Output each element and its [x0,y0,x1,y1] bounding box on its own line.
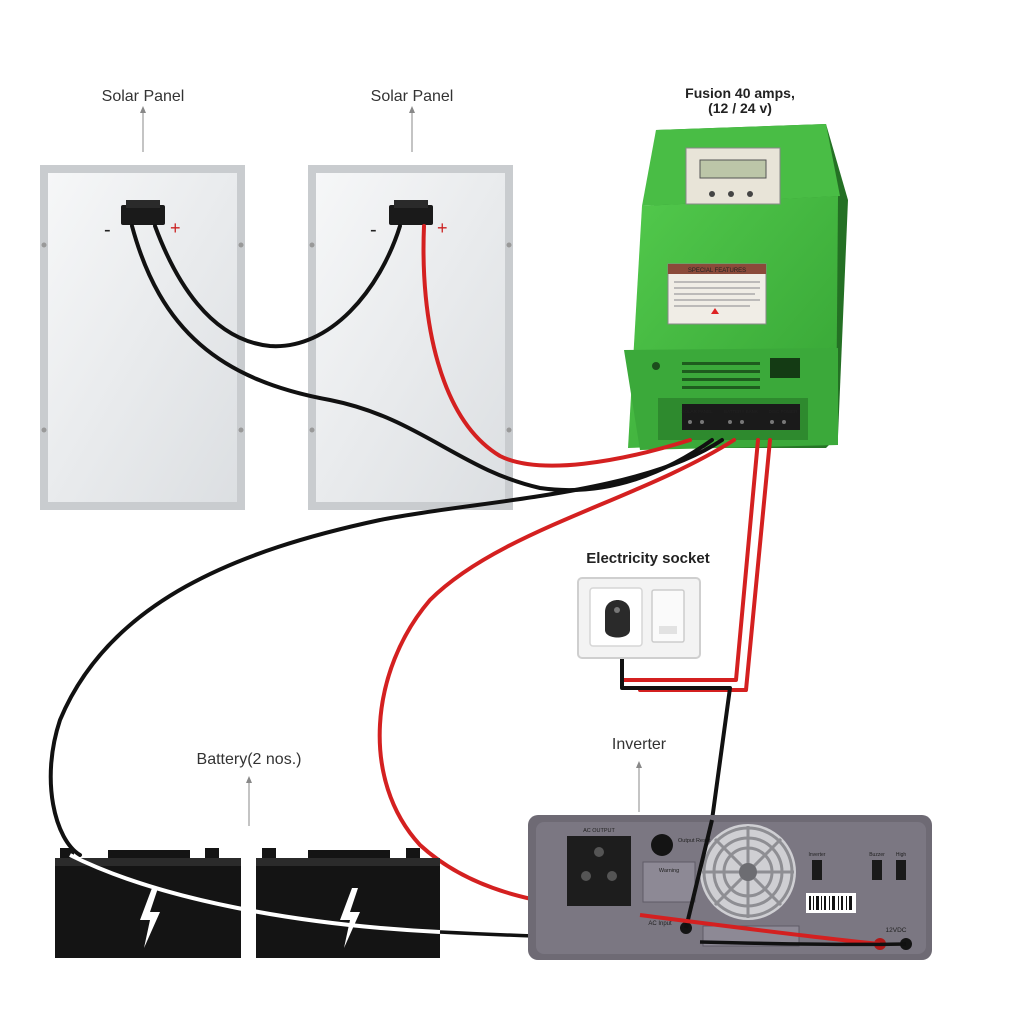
ac-input-label: AC Input [648,921,672,927]
barcode-icon [806,893,856,913]
features-header: SPECIAL FEATURES [688,268,746,274]
socket-label: Electricity socket [586,550,709,567]
reset-button-icon [651,834,673,856]
solar-panel-1-arrowhead [140,106,146,113]
negative-terminal-label: - [104,219,111,241]
panel-negative-wire [130,224,714,493]
battery-positive-wire-front [639,913,881,946]
lightning-icon [340,888,360,948]
mount-hole-icon [652,362,660,370]
high-switch-icon [896,860,906,880]
solar-panel-2-arrowhead [409,106,415,113]
solar-panel-label-1: Solar Panel [102,88,185,105]
features-label-panel: SPECIAL FEATURES [667,263,767,325]
electricity-socket [577,577,701,659]
buzzer-switch-label: Buzzer [869,852,885,858]
dc-label: 12VDC [886,927,907,934]
battery-label: Battery(2 nos.) [197,751,302,768]
battery-negative-wire [48,438,724,857]
terminal-label-solar: SOLAR PANEL [682,409,713,414]
positive-terminal-label: + [437,218,448,238]
battery-arrowhead [246,776,252,783]
output-reset-label: Output Reset [678,838,711,844]
terminal-block: SOLAR PANEL BATTERY BANK DISC POWER [658,398,808,440]
lightning-icon [140,888,160,948]
inverter-label: Inverter [612,736,667,753]
panel-positive-wire [421,224,692,468]
buzzer-switch-icon [872,860,882,880]
fan-icon [700,824,796,920]
inverter-switch-icon [812,860,822,880]
ac-input-wire-front [684,819,714,929]
solar-panel-1: - + [40,165,245,510]
solar-panel-2: - + [308,165,513,510]
battery-1 [55,848,241,958]
series-link-wire [153,224,402,349]
junction-box-icon [389,200,433,225]
positive-terminal-label: + [170,218,181,238]
plug-icon [605,600,630,638]
ac-output-socket: AC OUTPUT [567,828,631,906]
inverter-arrowhead [636,761,642,768]
solar-panel-label-2: Solar Panel [371,88,454,105]
battery-2 [256,848,440,958]
battery-cross-wire [69,853,441,934]
load-output-wire-1 [620,438,760,682]
ac-output-label: AC OUTPUT [583,828,615,834]
socket-switch-icon [651,589,685,643]
negative-terminal-label: - [370,219,377,241]
controller-label-line2: (12 / 24 v) [708,100,772,116]
warning-plate [642,861,696,903]
junction-box-icon [121,200,165,225]
inverter: AC OUTPUT Output Reset Warning Inverter … [528,815,932,960]
inverter-switch-label: Inverter [809,852,826,858]
lcd-display [685,147,781,205]
warning-label: Warning [659,868,679,874]
battery-negative-wire-front [699,940,907,947]
terminal-label-battery: BATTERY BANK [724,409,758,414]
controller-label-line1: Fusion 40 amps, [685,85,795,101]
vent-slots [682,362,760,389]
terminal-label-disc: DISC POWER [768,409,798,414]
high-switch-label: High [896,852,907,858]
switch-icon [770,358,800,378]
charge-controller: SPECIAL FEATURES SOLAR PANEL BATTERY BAN… [624,124,848,450]
